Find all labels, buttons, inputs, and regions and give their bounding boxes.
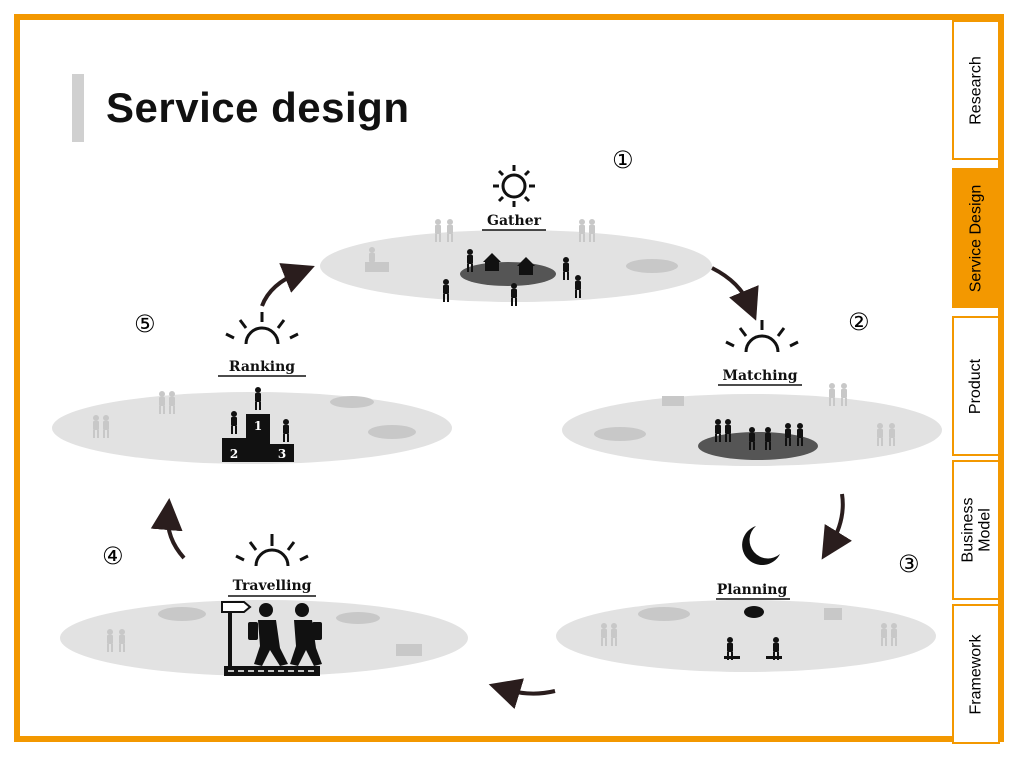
faint-scene-icons	[601, 607, 897, 646]
faint-scene-icons	[107, 607, 422, 656]
stage-label-planning: Planning	[717, 582, 788, 598]
page-title: Service design	[106, 84, 410, 131]
tab-research[interactable]: Research	[952, 20, 1000, 160]
tab-label: Service Design	[967, 184, 985, 292]
tab-framework[interactable]: Framework	[952, 604, 1000, 744]
tab-label: Framework	[967, 633, 985, 715]
stage-matching: Matching	[562, 320, 942, 466]
service-cycle-diagram: Gather Mat	[52, 165, 942, 709]
arrow-matching-to-planning	[821, 493, 853, 560]
sun-icon	[493, 165, 535, 207]
arrow-planning-to-travelling	[488, 678, 556, 709]
arrow-ranking-to-gather	[260, 263, 315, 307]
stage-travelling: Travelling	[60, 534, 468, 676]
matching-spot	[698, 432, 818, 460]
tab-business-model[interactable]: Business Model	[952, 460, 1000, 600]
moon-icon	[742, 526, 780, 566]
podium-second: 2	[230, 447, 238, 461]
stage-label-matching: Matching	[722, 368, 797, 384]
gather-spot	[460, 262, 556, 286]
tab-label: Business Model	[959, 497, 994, 563]
speech-bubble-icon	[744, 606, 764, 618]
tab-label: Product	[967, 358, 985, 414]
stage-planning: Planning	[556, 526, 936, 672]
faint-scene-icons	[594, 383, 895, 446]
stage-label-travelling: Travelling	[233, 578, 312, 594]
arrow-gather-to-matching	[711, 266, 759, 321]
sunrise-icon	[725, 320, 799, 353]
stage-label-gather: Gather	[487, 213, 542, 229]
side-tabs: Research Service Design Product Business…	[952, 20, 1001, 744]
step-number-2: ②	[848, 308, 870, 336]
podium-icon: 1 2 3	[222, 414, 294, 462]
title-accent-bar	[72, 74, 84, 142]
podium-first: 1	[254, 419, 262, 433]
step-number-4: ④	[102, 542, 124, 570]
hiker-icons	[248, 603, 322, 666]
stage-ranking: 1 2 3 Ranking	[52, 312, 452, 464]
tab-service-design[interactable]: Service Design	[952, 168, 1000, 308]
stage-gather: Gather	[320, 165, 712, 306]
tab-label: Research	[967, 55, 985, 125]
arrow-travelling-to-ranking	[150, 498, 186, 560]
faint-scene-icons	[93, 391, 416, 439]
sunburst-icon	[235, 534, 309, 567]
faint-scene-icons	[365, 219, 678, 273]
podium-third: 3	[278, 447, 286, 461]
tab-product[interactable]: Product	[952, 316, 1000, 456]
signpost-icon	[221, 601, 252, 666]
step-number-5: ⑤	[134, 310, 156, 338]
sunrise-icon	[225, 312, 299, 345]
stage-label-ranking: Ranking	[229, 359, 295, 375]
meeting-people-icon	[724, 637, 782, 660]
step-number-1: ①	[612, 146, 634, 174]
step-number-3: ③	[898, 550, 920, 578]
